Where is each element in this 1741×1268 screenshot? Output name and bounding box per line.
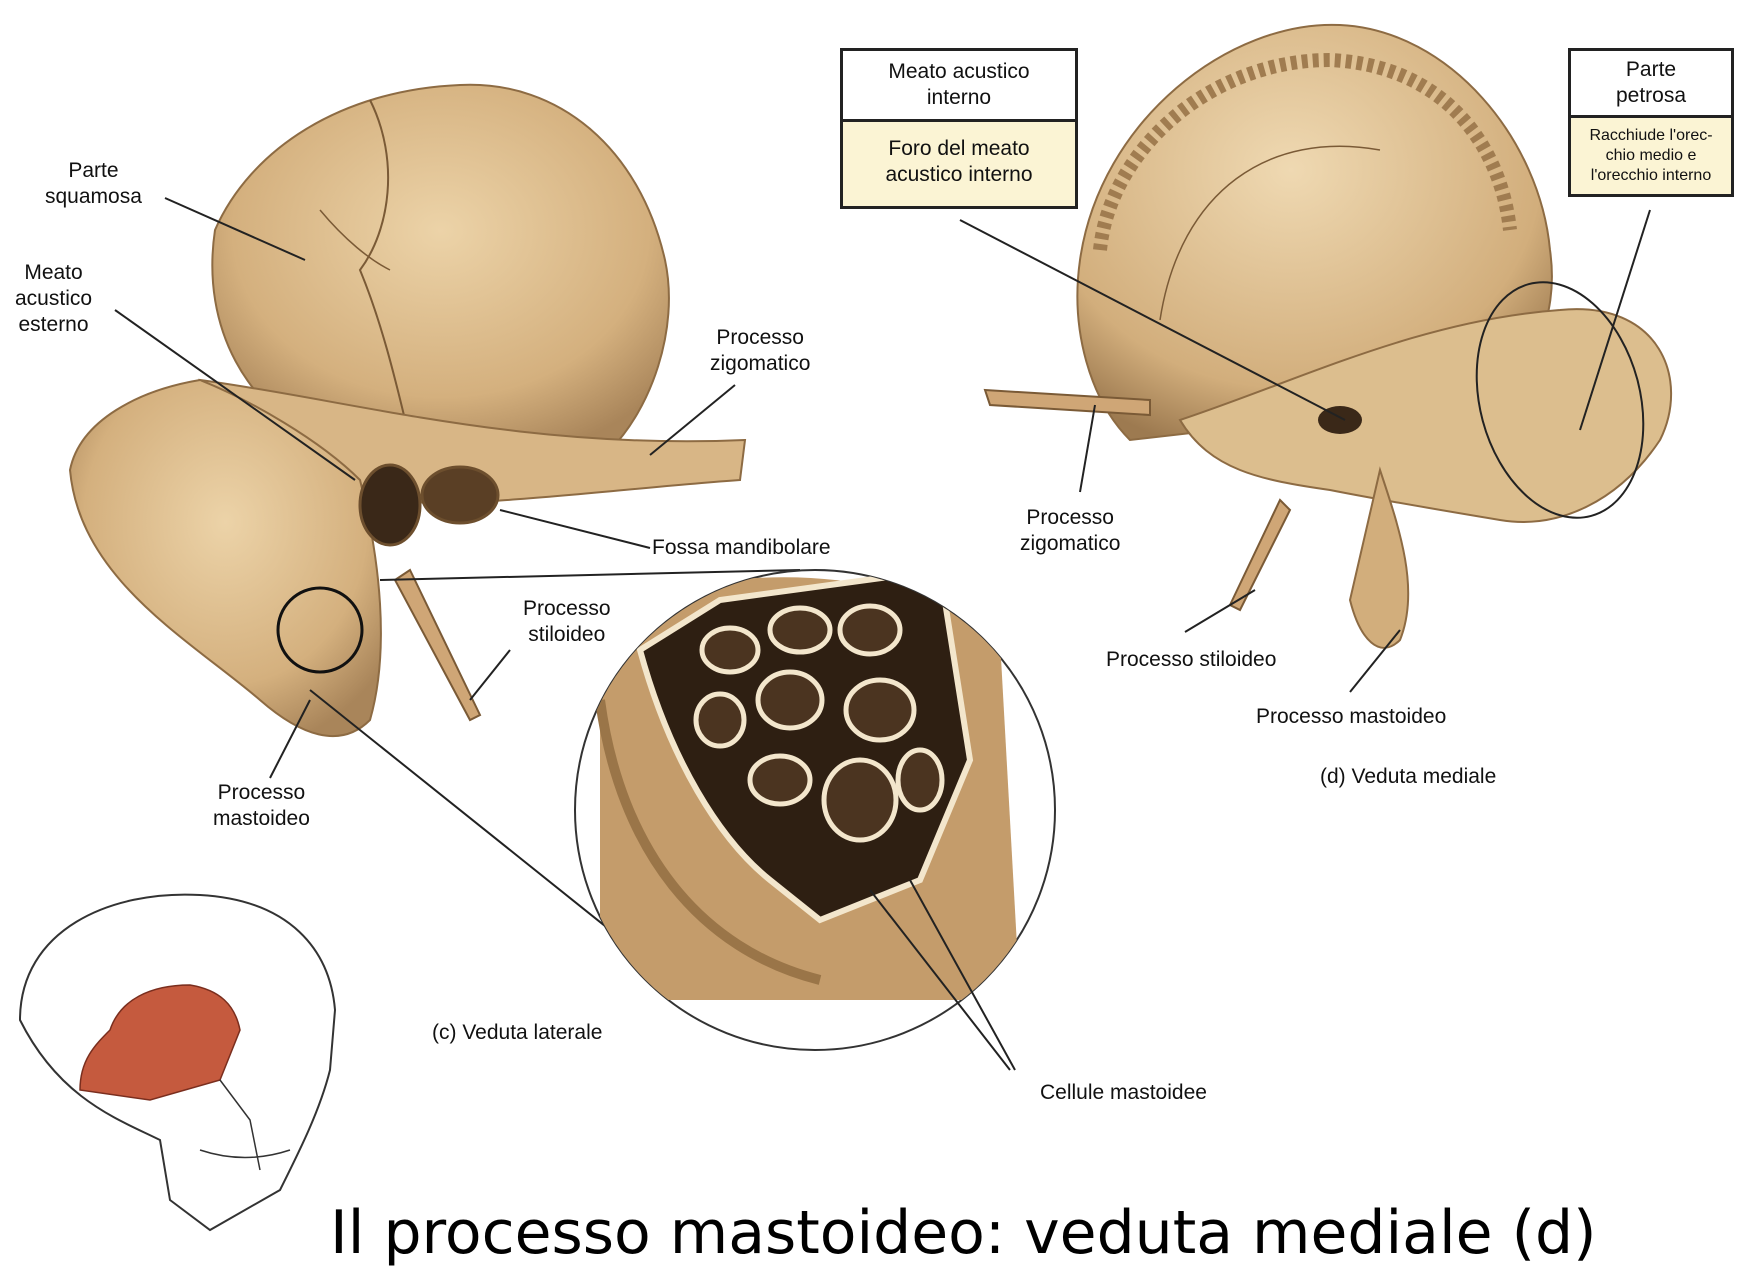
box-petrosa-body: Racchiude l'orec- chio medio e l'orecchi… xyxy=(1571,118,1731,194)
label-meato-acustico-esterno: Meato acustico esterno xyxy=(15,260,92,338)
styloid-process-right xyxy=(1230,500,1290,610)
label-processo-mastoideo-left: Processo mastoideo xyxy=(213,780,310,832)
label-processo-stiloideo-left: Processo stiloideo xyxy=(523,596,611,648)
label-processo-zigomatico-left: Processo zigomatico xyxy=(710,325,810,377)
label-processo-zigomatico-right: Processo zigomatico xyxy=(1020,505,1120,557)
temporal-bone-lateral xyxy=(70,85,745,736)
skull-locator xyxy=(20,895,335,1230)
label-processo-stiloideo-right: Processo stiloideo xyxy=(1106,647,1276,673)
box-meato-body: Foro del meato acustico interno xyxy=(843,122,1075,206)
label-parte-squamosa: Parte squamosa xyxy=(45,158,142,210)
label-cellule-mastoidee: Cellule mastoidee xyxy=(1040,1080,1207,1106)
label-fossa-mandibolare: Fossa mandibolare xyxy=(652,535,831,561)
box-meato-title: Meato acustico interno xyxy=(843,51,1075,122)
box-parte-petrosa: Parte petrosa Racchiude l'orec- chio med… xyxy=(1568,48,1734,197)
label-veduta-laterale: (c) Veduta laterale xyxy=(432,1020,602,1046)
styloid-process-left xyxy=(395,570,480,720)
label-processo-mastoideo-right: Processo mastoideo xyxy=(1256,704,1446,730)
box-meato-acustico-interno: Meato acustico interno Foro del meato ac… xyxy=(840,48,1078,209)
box-petrosa-title: Parte petrosa xyxy=(1571,51,1731,118)
mastoid-cells-magnified xyxy=(575,570,1055,1050)
label-veduta-mediale: (d) Veduta mediale xyxy=(1320,764,1496,790)
slide-caption: Il processo mastoideo: veduta mediale (d… xyxy=(330,1198,1597,1268)
